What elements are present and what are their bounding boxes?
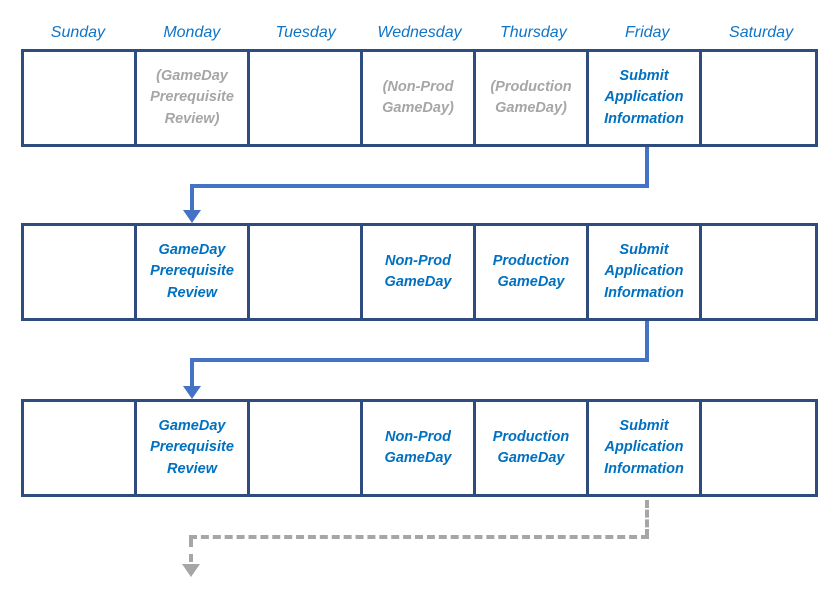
connector-2-horizontal-segment: [190, 358, 649, 362]
day-label-wednesday: Wednesday: [377, 24, 462, 41]
cell-week2-monday: GameDay Prerequisite Review: [137, 226, 250, 318]
cell-week1-wednesday: (Non-Prod GameDay): [363, 52, 476, 144]
day-label-sunday: Sunday: [50, 24, 106, 41]
week-2-row: GameDay Prerequisite Review Non-Prod Gam…: [21, 223, 818, 321]
connector-2-down-segment: [645, 321, 649, 362]
connector-3-arrowhead-icon: [182, 564, 200, 577]
day-label-saturday: Saturday: [729, 24, 794, 41]
connector-3-horizontal-segment-dashed: [189, 535, 649, 539]
cell-week2-friday: Submit Application Information: [589, 226, 702, 318]
cell-week2-thursday: Production GameDay: [476, 226, 589, 318]
cell-week1-friday: Submit Application Information: [589, 52, 702, 144]
connector-1-down-segment: [645, 147, 649, 188]
cell-week3-sunday: [24, 402, 137, 494]
cell-week1-monday: (GameDay Prerequisite Review): [137, 52, 250, 144]
cell-week3-friday: Submit Application Information: [589, 402, 702, 494]
cell-week3-wednesday: Non-Prod GameDay: [363, 402, 476, 494]
connector-3-drop-segment-dashed: [189, 539, 193, 562]
connector-3-down-segment-dashed: [645, 500, 649, 537]
connector-2-arrowhead-icon: [183, 386, 201, 399]
cell-week3-thursday: Production GameDay: [476, 402, 589, 494]
day-label-thursday: Thursday: [500, 24, 567, 41]
cell-week1-saturday: [702, 52, 815, 144]
week-1-row: (GameDay Prerequisite Review) (Non-Prod …: [21, 49, 818, 147]
cell-week2-saturday: [702, 226, 815, 318]
cell-week2-sunday: [24, 226, 137, 318]
connector-1-horizontal-segment: [190, 184, 649, 188]
day-label-tuesday: Tuesday: [275, 24, 336, 41]
cell-week1-sunday: [24, 52, 137, 144]
cell-week3-monday: GameDay Prerequisite Review: [137, 402, 250, 494]
cell-week3-saturday: [702, 402, 815, 494]
week-3-row: GameDay Prerequisite Review Non-Prod Gam…: [21, 399, 818, 497]
cell-week3-tuesday: [250, 402, 363, 494]
day-header-row: Sunday Monday Tuesday Wednesday Thursday…: [21, 20, 818, 46]
cell-week2-wednesday: Non-Prod GameDay: [363, 226, 476, 318]
cell-week1-thursday: (Production GameDay): [476, 52, 589, 144]
cell-week2-tuesday: [250, 226, 363, 318]
day-label-monday: Monday: [163, 24, 221, 41]
connector-1-drop-segment: [190, 184, 194, 212]
connector-1-arrowhead-icon: [183, 210, 201, 223]
cell-week1-tuesday: [250, 52, 363, 144]
connector-2-drop-segment: [190, 358, 194, 386]
day-label-friday: Friday: [624, 24, 670, 41]
